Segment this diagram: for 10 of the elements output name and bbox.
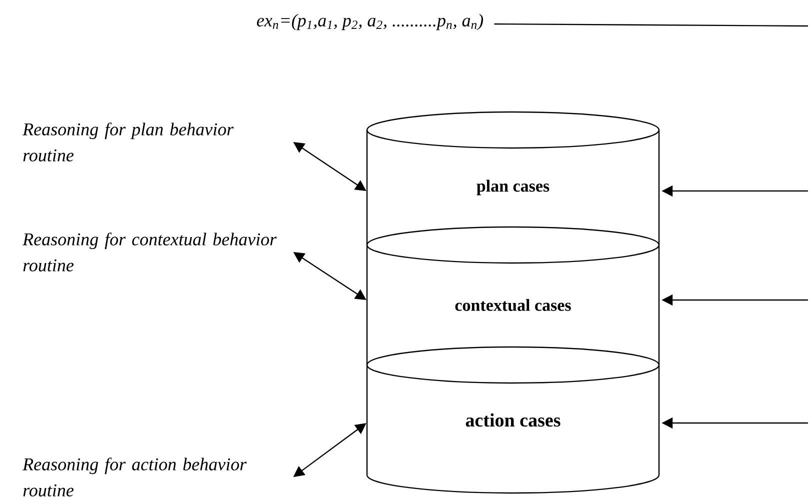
cylinder-segment: action cases bbox=[366, 346, 660, 494]
side-label: Reasoning for plan behavior routine bbox=[22, 122, 234, 162]
cylinder-segment: plan cases bbox=[366, 111, 660, 245]
side-label: Reasoning for contextual behavior routine bbox=[22, 232, 277, 272]
side-label: Reasoning for action behavior routine bbox=[22, 458, 247, 496]
node-label: plan cases bbox=[476, 180, 550, 196]
node-label: action cases bbox=[466, 413, 560, 427]
cylinder-segment: contextual cases bbox=[366, 226, 660, 365]
node-label: contextual cases bbox=[455, 298, 571, 311]
formula-text: ex$_{n}$=(p$_{1}$,a$_{1}$, p$_{2}$, a$_{2}$, ..........p$_{n}$, a$_{n}$) bbox=[256, 14, 484, 30]
